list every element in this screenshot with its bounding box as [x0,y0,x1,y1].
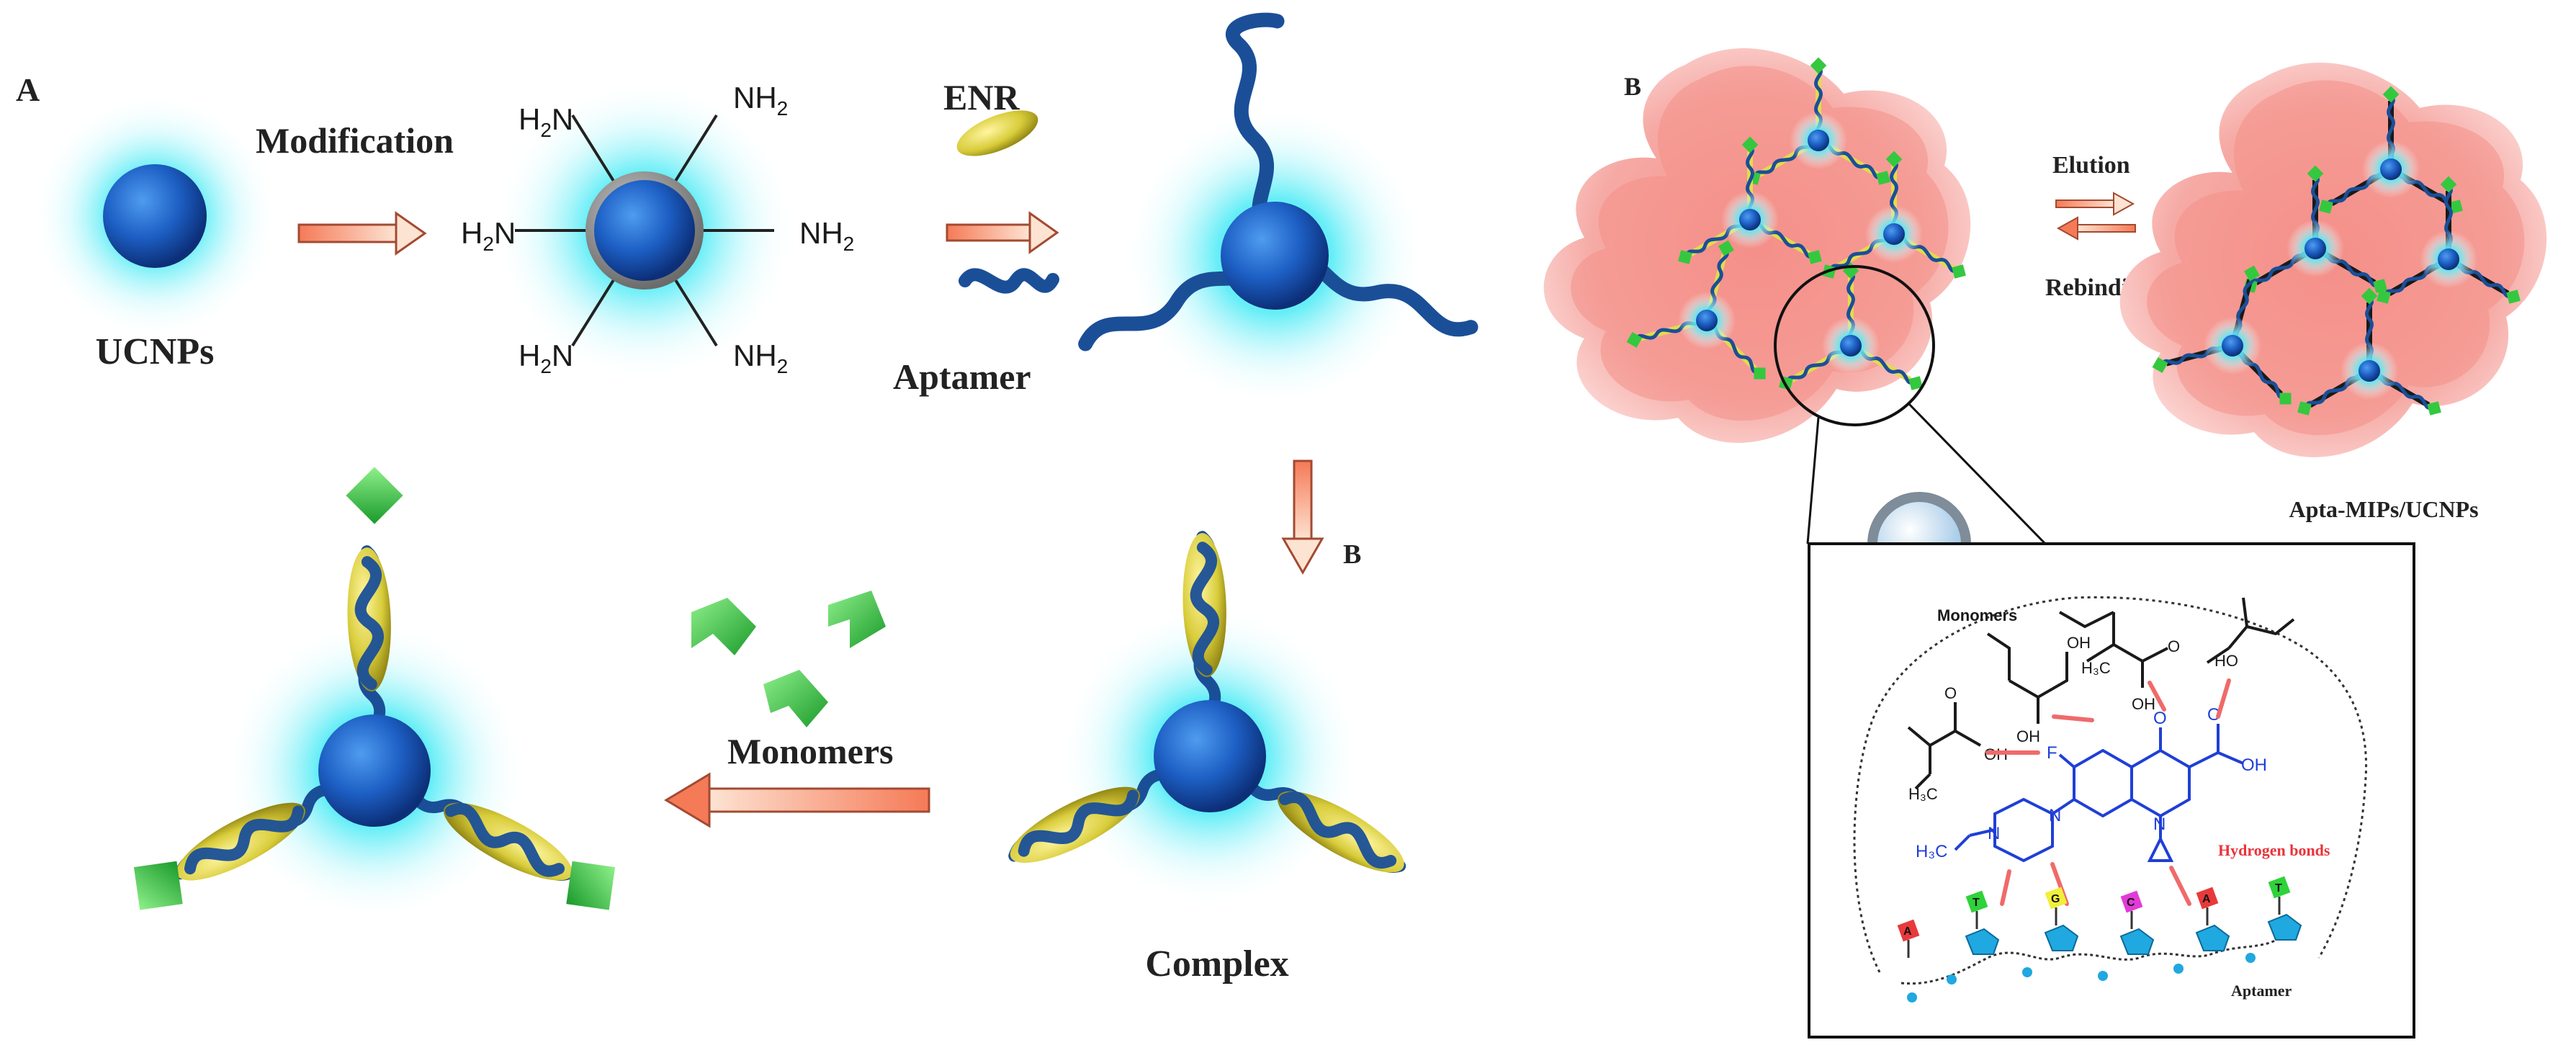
enr-molecule [956,110,1038,156]
amine-label: NH2 [733,338,788,377]
nucleotide-t: T [1973,897,1980,909]
zoom-circle [1774,265,1935,426]
enr-o-atom: O [2207,705,2221,725]
down-arrow [1281,459,1324,575]
complex-label: Complex [1145,943,1288,984]
elution-label: Elution [2052,152,2130,179]
inset-aptamer-label: Aptamer [2231,982,2292,1000]
enr-f-atom: F [2047,743,2057,763]
nucleotide-a: A [1903,925,1912,938]
ch3-group: H₃C [2081,659,2111,677]
nucleotide-a: A [2202,893,2211,905]
enr-label: ENR [943,77,1020,117]
aminated-ucnp [493,79,796,382]
aptamer-label: Aptamer [893,356,1031,397]
aptamer-backbone: A T G C A T [1897,876,2302,1003]
enr-n-atom: N [2049,806,2061,825]
o-atom: O [2168,637,2180,655]
panel-b: B Elution Rebinding [1543,48,2547,1039]
monomers-label: Monomers [727,731,894,771]
modification-arrow-2 [946,211,1059,254]
complex-particle [1001,532,1414,907]
nucleotide-t: T [2275,882,2282,894]
o-atom: O [1944,684,1957,702]
enr-ch3: H₃C [1916,842,1947,861]
ucnp-label: UCNPs [96,331,215,372]
molecular-inset: Monomers OH [1808,542,2415,1039]
aptamer-ucnp [1078,12,1478,407]
enr-o-atom: O [2153,709,2167,728]
ucnp-particle [32,94,277,338]
ho-group: HO [2214,652,2238,670]
monomers-arrow [664,772,930,828]
panel-b-label: B [1624,72,1641,101]
apta-mip-blob [2119,63,2547,457]
step-b-label: B [1343,539,1361,570]
panel-a: A UCNPs Modification H2 [16,12,1478,984]
rebinding-arrow [2056,216,2136,241]
aptamer-strand [959,268,1059,294]
enr-n-atom: N [1988,824,2000,843]
modification-arrow [297,211,427,256]
oh-group: OH [2067,634,2091,652]
enr-n-atom: N [2153,815,2166,834]
oh-group: OH [2132,695,2155,713]
enr-oh: OH [2241,755,2267,775]
apta-mips-ucnps-label: Apta-MIPs/UCNPs [2289,496,2478,522]
nucleotide-c: C [2127,897,2135,909]
inset-monomers-label: Monomers [1937,606,2017,624]
imprinted-complex [133,467,616,922]
ch3-group: H₃C [1908,785,1938,803]
hydrogen-bond-lines [1985,678,2231,906]
amine-label: H2N [461,216,516,255]
amine-label: NH2 [733,81,788,120]
mip-template-blob [1543,48,1971,443]
elution-arrow [2055,192,2135,216]
nucleotide-g: G [2051,893,2060,905]
amine-label: H2N [519,102,573,141]
modification-label: Modification [256,120,454,161]
monomer-pieces [691,591,886,727]
amine-label: NH2 [799,216,854,255]
panel-a-label: A [16,71,40,108]
oh-group: OH [2016,727,2040,745]
hydrogen-bonds-label: Hydrogen bonds [2218,841,2330,859]
enrofloxacin-structure [1954,724,2244,863]
